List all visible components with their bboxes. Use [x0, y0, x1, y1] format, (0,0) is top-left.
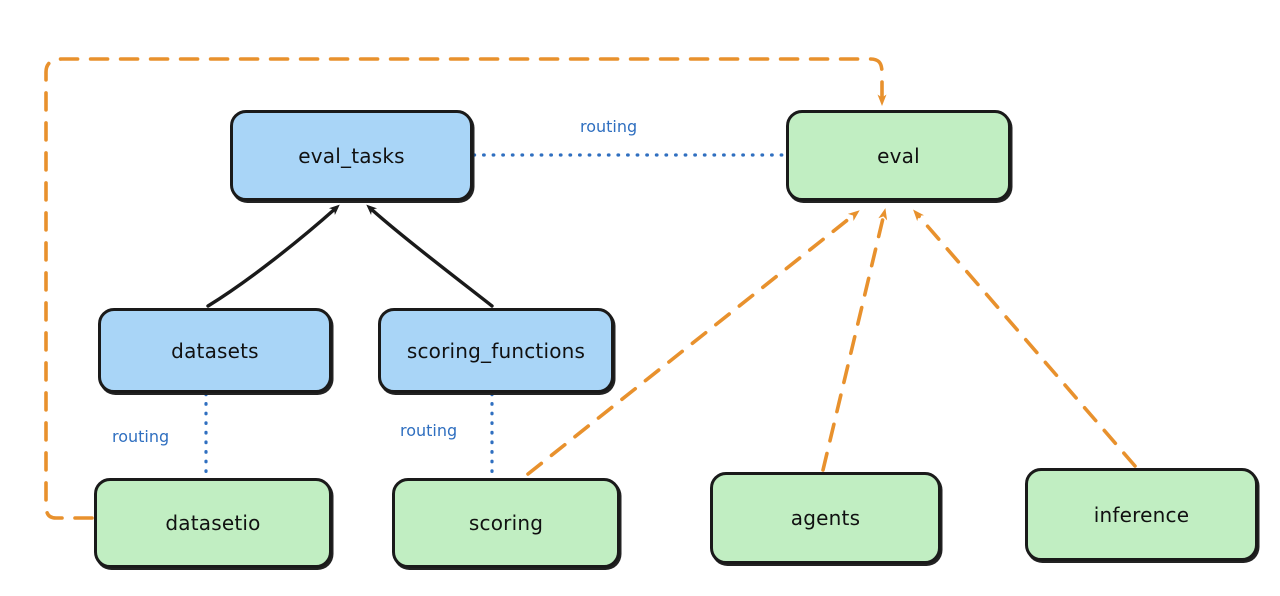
edge-label-routing-datasets-datasetio: routing: [112, 427, 170, 446]
node-scoring-functions[interactable]: scoring_functions: [378, 308, 614, 393]
node-label: agents: [790, 506, 861, 530]
node-label: scoring_functions: [406, 338, 586, 363]
edge-datasets-eval_tasks: [206, 204, 340, 308]
node-eval-tasks[interactable]: eval_tasks: [230, 110, 473, 201]
node-label: eval_tasks: [298, 143, 405, 168]
node-label: datasetio: [165, 511, 261, 535]
node-label: eval: [877, 143, 920, 168]
node-eval[interactable]: eval: [786, 110, 1011, 201]
node-datasetio[interactable]: datasetio: [94, 478, 332, 568]
edge-label-routing-eval-tasks-eval: routing: [580, 117, 638, 136]
node-inference[interactable]: inference: [1025, 468, 1258, 561]
node-label: scoring: [468, 511, 544, 535]
edge-agents-eval: [821, 208, 888, 472]
edge-inference-eval: [913, 209, 1137, 468]
edge-scoring_functions-eval_tasks: [366, 204, 494, 308]
node-agents[interactable]: agents: [710, 472, 941, 564]
node-label: datasets: [171, 338, 259, 363]
node-scoring[interactable]: scoring: [392, 478, 620, 568]
node-datasets[interactable]: datasets: [98, 308, 332, 393]
node-label: inference: [1093, 502, 1190, 527]
edge-label-routing-scoring-functions-scoring: routing: [400, 421, 458, 440]
